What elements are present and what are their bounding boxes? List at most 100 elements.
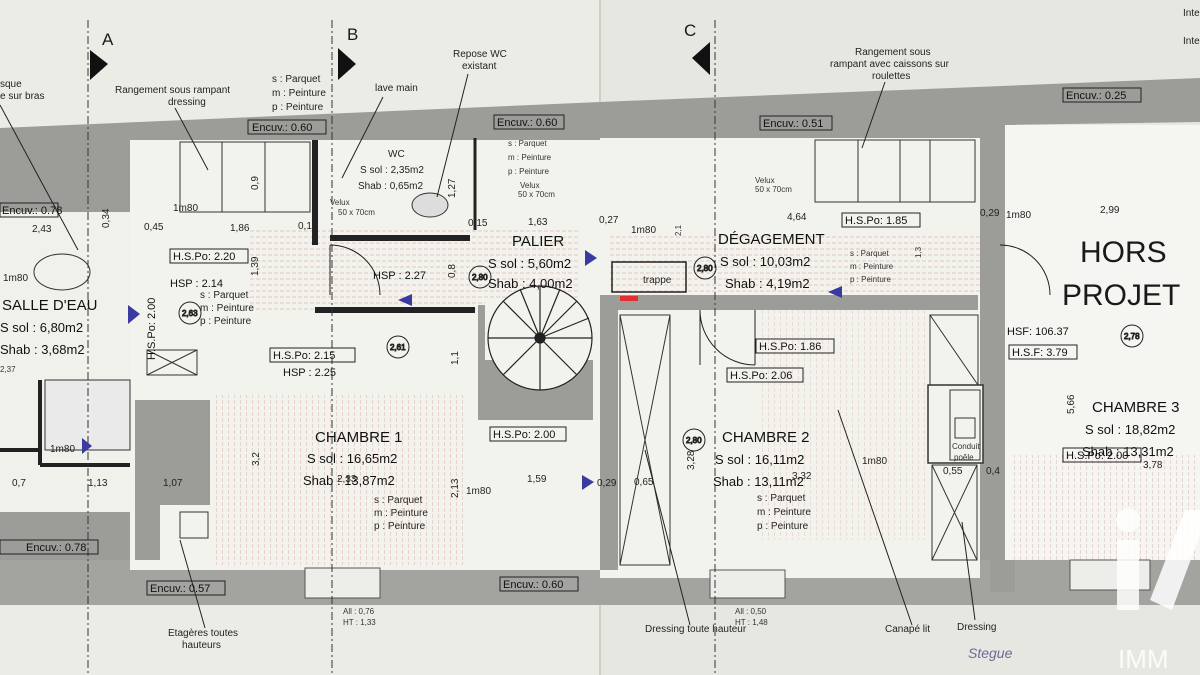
svg-text:All : 0,76: All : 0,76 xyxy=(343,607,375,616)
svg-text:s : Parquet: s : Parquet xyxy=(374,495,423,506)
svg-text:H.S.Po: 2.00: H.S.Po: 2.00 xyxy=(1066,450,1128,462)
svg-text:Encuv.: 0.25: Encuv.: 0.25 xyxy=(1066,90,1126,102)
low-height-zones xyxy=(215,230,1200,565)
leader-lines xyxy=(0,73,976,629)
svg-text:Velux: Velux xyxy=(755,176,775,185)
room-shab-degagement: Shab : 4,19m2 xyxy=(725,276,810,291)
cabinet-box xyxy=(179,511,209,539)
svg-text:50 x 70cm: 50 x 70cm xyxy=(755,185,792,194)
room-ssol-chambre2: S sol : 16,11m2 xyxy=(715,452,804,467)
axis-marker-a-icon xyxy=(90,50,108,80)
svg-text:trappe: trappe xyxy=(643,275,672,286)
svg-text:dressing: dressing xyxy=(168,97,206,108)
svg-text:0,29: 0,29 xyxy=(597,478,617,489)
svg-text:3,28: 3,28 xyxy=(686,450,697,470)
svg-text:Encuv.: 0.60: Encuv.: 0.60 xyxy=(252,122,312,134)
svg-text:2,80: 2,80 xyxy=(697,264,713,273)
svg-text:existant: existant xyxy=(462,61,497,72)
axis-marker-c-icon xyxy=(692,42,710,75)
svg-text:HSF: 106.37: HSF: 106.37 xyxy=(1007,326,1069,338)
svg-text:m : Peinture: m : Peinture xyxy=(508,153,552,162)
room-labels: SALLE D'EAU S sol : 6,80m2 Shab : 3,68m2… xyxy=(0,149,1180,489)
svg-text:3,2: 3,2 xyxy=(251,452,262,466)
svg-text:2,80: 2,80 xyxy=(686,436,702,445)
room-name-palier: PALIER xyxy=(512,233,564,250)
room-name-chambre3: CHAMBRE 3 xyxy=(1092,399,1180,416)
svg-text:1m80: 1m80 xyxy=(631,225,656,236)
svg-text:Rangement sous: Rangement sous xyxy=(855,47,931,58)
svg-text:m : Peinture: m : Peinture xyxy=(272,88,326,99)
svg-text:m : Peinture: m : Peinture xyxy=(850,262,894,271)
room-name-degagement: DÉGAGEMENT xyxy=(718,231,825,248)
svg-text:H.S.Po: 2.06: H.S.Po: 2.06 xyxy=(730,370,792,382)
room-name-chambre1: CHAMBRE 1 xyxy=(315,429,403,446)
svg-text:Canapé lit: Canapé lit xyxy=(885,624,930,635)
svg-text:sque: sque xyxy=(0,79,22,90)
svg-text:0,7: 0,7 xyxy=(12,478,26,489)
room-name-wc: WC xyxy=(388,149,405,160)
svg-text:H.S.Po: 1.86: H.S.Po: 1.86 xyxy=(759,341,821,353)
svg-text:1,27: 1,27 xyxy=(447,178,458,198)
svg-text:Encuv.: 0.51: Encuv.: 0.51 xyxy=(763,118,823,130)
svg-text:3,78: 3,78 xyxy=(1143,460,1163,471)
svg-text:1,86: 1,86 xyxy=(230,223,250,234)
room-name-chambre2: CHAMBRE 2 xyxy=(722,429,810,446)
svg-text:0,55: 0,55 xyxy=(943,466,963,477)
svg-text:1m80: 1m80 xyxy=(173,203,198,214)
svg-text:HSP : 2.27: HSP : 2.27 xyxy=(373,270,426,282)
svg-text:0,34: 0,34 xyxy=(101,208,112,228)
svg-text:s : Parquet: s : Parquet xyxy=(508,139,547,148)
annotations: Rangement sous rampant dressing Rangemen… xyxy=(0,8,1200,674)
svg-text:0,8: 0,8 xyxy=(447,264,458,278)
svg-text:1,3: 1,3 xyxy=(914,246,923,258)
svg-text:0,65: 0,65 xyxy=(634,477,654,488)
svg-text:2,99: 2,99 xyxy=(1100,205,1120,216)
svg-text:0,4: 0,4 xyxy=(986,466,1000,477)
svg-text:hauteurs: hauteurs xyxy=(182,640,221,651)
watermark-logo-icon xyxy=(1116,508,1200,610)
svg-text:Etagères toutes: Etagères toutes xyxy=(168,628,238,639)
svg-text:m : Peinture: m : Peinture xyxy=(200,303,254,314)
room-ssol-wc: S sol : 2,35m2 xyxy=(360,165,424,176)
svg-text:2,61: 2,61 xyxy=(390,343,406,352)
room-shab-salle-eau: Shab : 3,68m2 xyxy=(0,342,85,357)
section-marker-icon xyxy=(828,286,842,298)
svg-text:Conduit: Conduit xyxy=(952,442,980,451)
red-marker xyxy=(620,296,638,301)
sink-icon xyxy=(33,253,91,291)
svg-text:2,33: 2,33 xyxy=(337,474,357,485)
svg-text:H.S.Po: 2.00: H.S.Po: 2.00 xyxy=(493,429,555,441)
svg-text:lave main: lave main xyxy=(375,83,418,94)
room-ssol-palier: S sol : 5,60m2 xyxy=(488,256,571,271)
svg-text:1m80: 1m80 xyxy=(466,486,491,497)
svg-text:Encuv.: 0.78: Encuv.: 0.78 xyxy=(26,542,86,554)
section-marker-icon xyxy=(582,475,594,490)
svg-text:Velux: Velux xyxy=(330,198,350,207)
axis-label-b: B xyxy=(347,25,358,44)
storage-cabinets xyxy=(146,139,979,566)
encuv-labels: Encuv.: 0.60 Encuv.: 0.60 Encuv.: 0.51 E… xyxy=(0,87,1142,596)
svg-text:H.S.Po: 2.20: H.S.Po: 2.20 xyxy=(173,251,235,263)
section-marker-icon xyxy=(128,305,140,324)
svg-text:1m80: 1m80 xyxy=(862,456,887,467)
svg-text:p : Peinture: p : Peinture xyxy=(850,275,891,284)
section-marker-icon xyxy=(82,438,92,454)
svg-text:H.S.Po: 2.15: H.S.Po: 2.15 xyxy=(273,350,335,362)
svg-text:Dressing toute hauteur: Dressing toute hauteur xyxy=(645,624,747,635)
svg-text:0,9: 0,9 xyxy=(250,176,261,190)
svg-text:Inte: Inte xyxy=(1183,8,1200,19)
watermark: IMM xyxy=(1118,644,1169,674)
room-ssol-chambre1: S sol : 16,65m2 xyxy=(307,451,397,466)
axis-marker-b-icon xyxy=(338,48,356,80)
svg-text:1m80: 1m80 xyxy=(50,444,75,455)
room-ssol-salle-eau: S sol : 6,80m2 xyxy=(0,320,83,335)
svg-text:1m80: 1m80 xyxy=(1006,210,1031,221)
svg-text:2,1: 2,1 xyxy=(674,224,683,236)
svg-text:2,63: 2,63 xyxy=(182,309,198,318)
room-shab-wc: Shab : 0,65m2 xyxy=(358,181,423,192)
room-ssol-degagement: S sol : 10,03m2 xyxy=(720,254,810,269)
svg-text:roulettes: roulettes xyxy=(872,71,910,82)
svg-text:m : Peinture: m : Peinture xyxy=(757,507,811,518)
svg-text:2,13: 2,13 xyxy=(450,478,461,498)
